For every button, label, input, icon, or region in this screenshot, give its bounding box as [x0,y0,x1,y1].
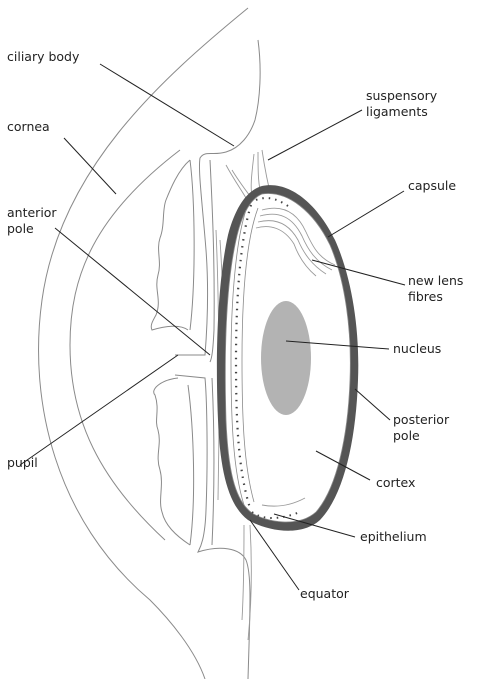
label-new-lens-1: new lens [408,273,463,288]
label-posterior-1: posterior [393,412,450,427]
label-epithelium: epithelium [360,529,427,544]
label-cortex: cortex [376,475,415,490]
nucleus-shape [261,301,311,415]
label-posterior-2: pole [393,428,420,443]
label-anterior-1: anterior [7,205,57,220]
ciliary-inner-lower [212,378,214,545]
leader-anterior-pole [55,228,210,355]
leader-suspensory [268,110,362,160]
label-cornea: cornea [7,119,50,134]
iris-upper-side [190,160,194,330]
iris-lower-side [188,385,194,545]
cornea-outline [70,150,180,540]
label-anterior-2: pole [7,221,34,236]
leader-posterior-pole [355,389,390,420]
leader-capsule [328,191,404,237]
label-new-lens-2: fibres [408,289,443,304]
label-suspensory-2: ligaments [366,104,428,119]
label-equator: equator [300,586,350,601]
leader-ciliary-body [100,64,234,146]
label-ciliary-body: ciliary body [7,49,80,64]
label-pupil: pupil [7,455,38,470]
label-nucleus: nucleus [393,341,441,356]
ciliary-inner-upper [210,160,214,362]
label-capsule: capsule [408,178,456,193]
label-suspensory-1: suspensory [366,88,438,103]
iris-upper-edge [151,160,190,330]
iris-lower-edge [154,378,190,545]
